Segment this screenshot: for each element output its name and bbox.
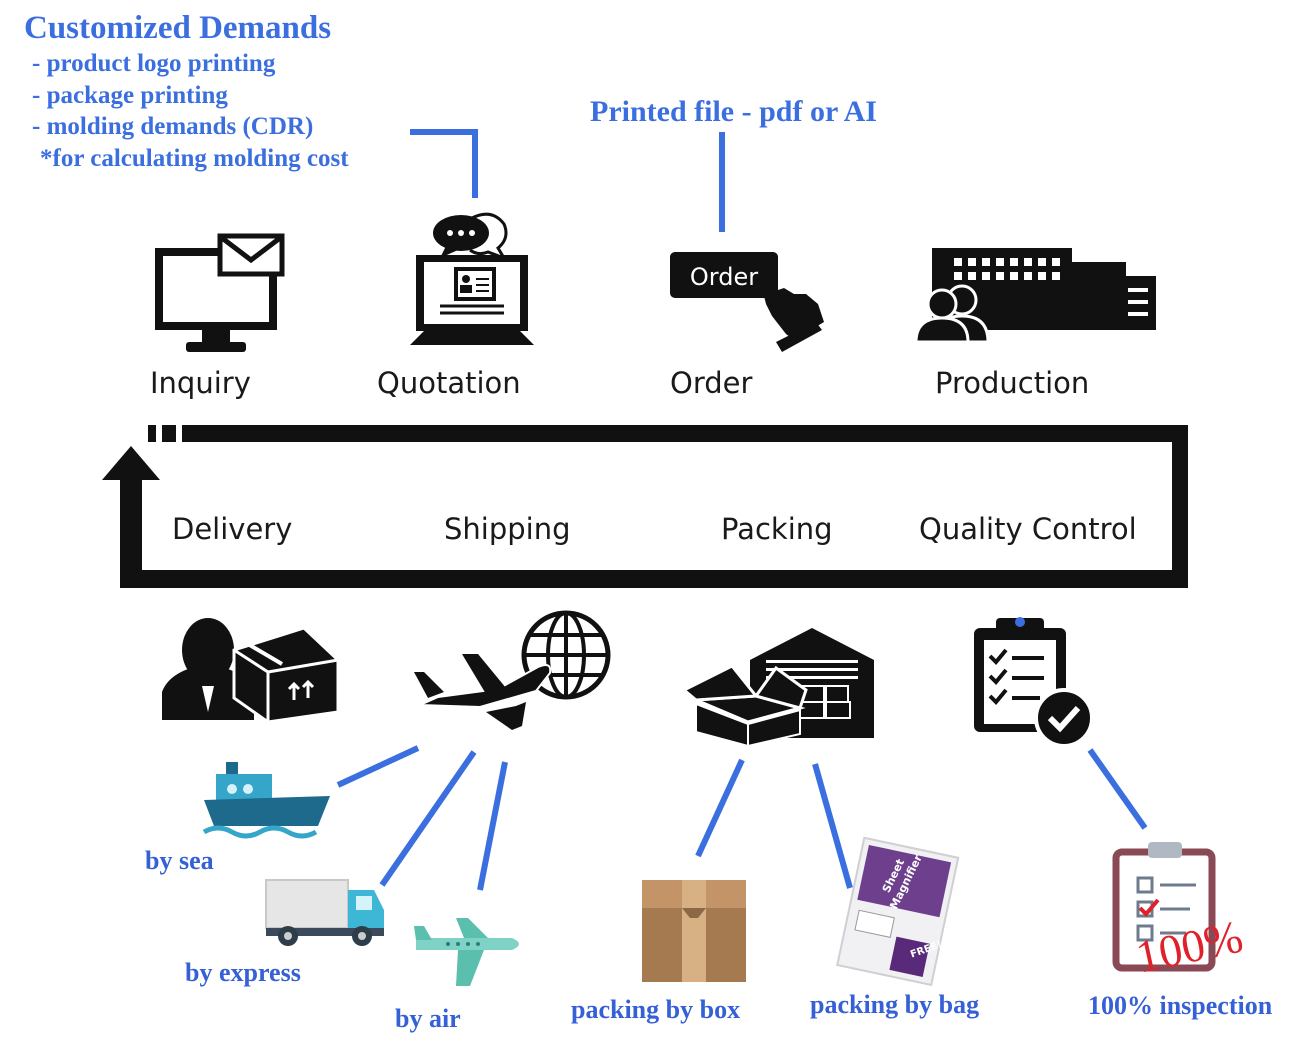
customized-title: Customized Demands xyxy=(24,10,332,46)
stage-quality-control: Quality Control xyxy=(919,512,1137,546)
stage-shipping: Shipping xyxy=(444,512,571,546)
delivery-person-icon xyxy=(162,618,340,724)
stage-production: Production xyxy=(935,366,1090,400)
connector-packing-box xyxy=(695,758,745,858)
order-button-text: Order xyxy=(690,263,758,291)
connector-qc-inspection xyxy=(1087,748,1148,830)
connector-customized-quotation xyxy=(410,129,478,198)
computer-chat-icon xyxy=(410,212,534,345)
truck-icon xyxy=(265,879,384,946)
connector-shipping-air xyxy=(477,761,508,891)
printed-file-note: Printed file - pdf or AI xyxy=(590,95,877,128)
process-loop-arrow xyxy=(102,425,1188,588)
stage-quotation: Quotation xyxy=(377,366,521,400)
label-packing-by-box: packing by box xyxy=(571,995,741,1024)
monitor-mail-icon xyxy=(155,233,285,352)
connector-lines xyxy=(336,129,1148,891)
customized-note-molding-cost: *for calculating molding cost xyxy=(40,145,349,172)
factory-icon xyxy=(914,248,1156,344)
airplane-icon xyxy=(414,918,519,986)
inspection-clipboard-icon xyxy=(1112,842,1216,972)
connector-packing-bag xyxy=(812,763,853,889)
plane-globe-icon xyxy=(414,610,611,730)
label-by-air: by air xyxy=(395,1004,461,1033)
ship-icon xyxy=(202,762,330,839)
stage-order: Order xyxy=(670,366,753,400)
plastic-bag-icon xyxy=(836,836,960,987)
label-by-express: by express xyxy=(185,958,301,987)
customized-item-package: - package printing xyxy=(32,82,228,109)
stage-delivery: Delivery xyxy=(172,512,293,546)
label-by-sea: by sea xyxy=(145,846,214,875)
stage-inquiry: Inquiry xyxy=(150,366,251,400)
connector-shipping-sea xyxy=(336,745,420,788)
customized-item-logo: - product logo printing xyxy=(32,50,276,77)
cardboard-box-icon xyxy=(642,880,746,982)
label-inspection: 100% inspection xyxy=(1088,991,1273,1020)
order-button-icon xyxy=(670,252,824,352)
stage-packing: Packing xyxy=(721,512,833,546)
label-packing-by-bag: packing by bag xyxy=(810,990,980,1019)
customized-item-molding: - molding demands (CDR) xyxy=(32,113,314,140)
connector-shipping-express xyxy=(379,750,477,887)
clipboard-check-icon xyxy=(974,617,1094,748)
box-warehouse-icon xyxy=(681,628,874,748)
